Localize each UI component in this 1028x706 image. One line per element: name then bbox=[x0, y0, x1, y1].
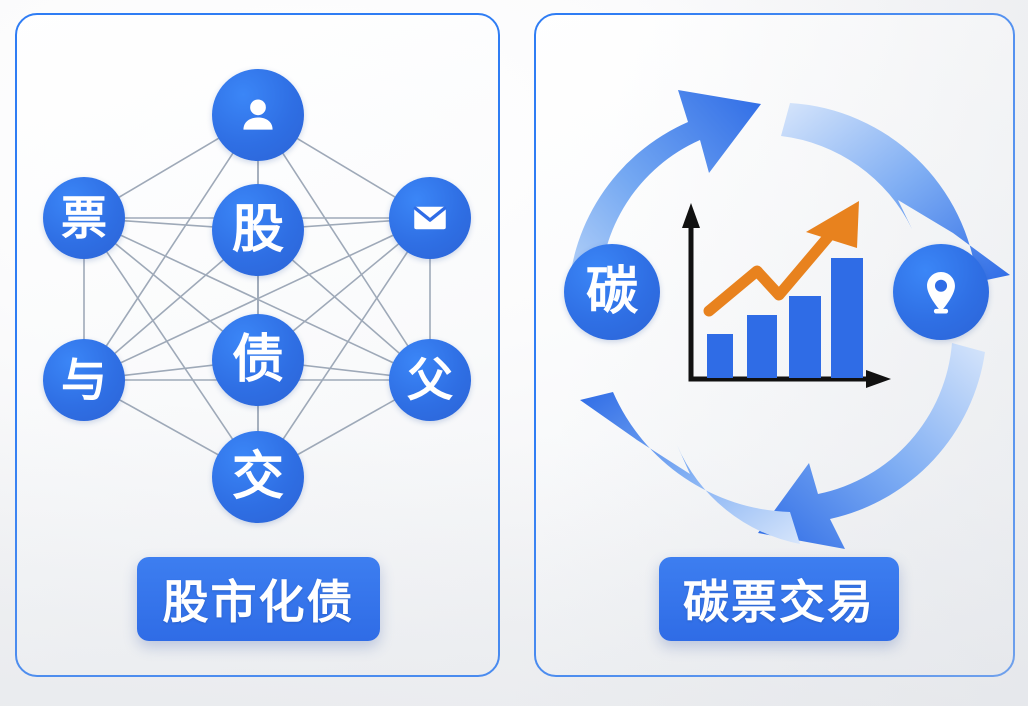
network-node-zhai[interactable]: 债 bbox=[212, 314, 304, 406]
label-carbon-trading[interactable]: 碳票交易 bbox=[659, 557, 899, 641]
location-pin-icon bbox=[927, 272, 955, 314]
network-node-mail[interactable] bbox=[389, 177, 471, 259]
mail-icon bbox=[413, 206, 447, 230]
cycle-node-location[interactable] bbox=[893, 244, 989, 340]
network-node-person[interactable] bbox=[212, 69, 304, 161]
label-stock-debt[interactable]: 股市化债 bbox=[137, 557, 380, 641]
network-node-gu[interactable]: 股 bbox=[212, 184, 304, 276]
network-node-fu[interactable]: 父 bbox=[389, 339, 471, 421]
cycle-node-carbon[interactable]: 碳 bbox=[564, 244, 660, 340]
network-node-yu[interactable]: 与 bbox=[43, 339, 125, 421]
network-node-jiao[interactable]: 交 bbox=[212, 431, 304, 523]
user-icon bbox=[243, 99, 273, 130]
network-node-piao[interactable]: 票 bbox=[43, 177, 125, 259]
